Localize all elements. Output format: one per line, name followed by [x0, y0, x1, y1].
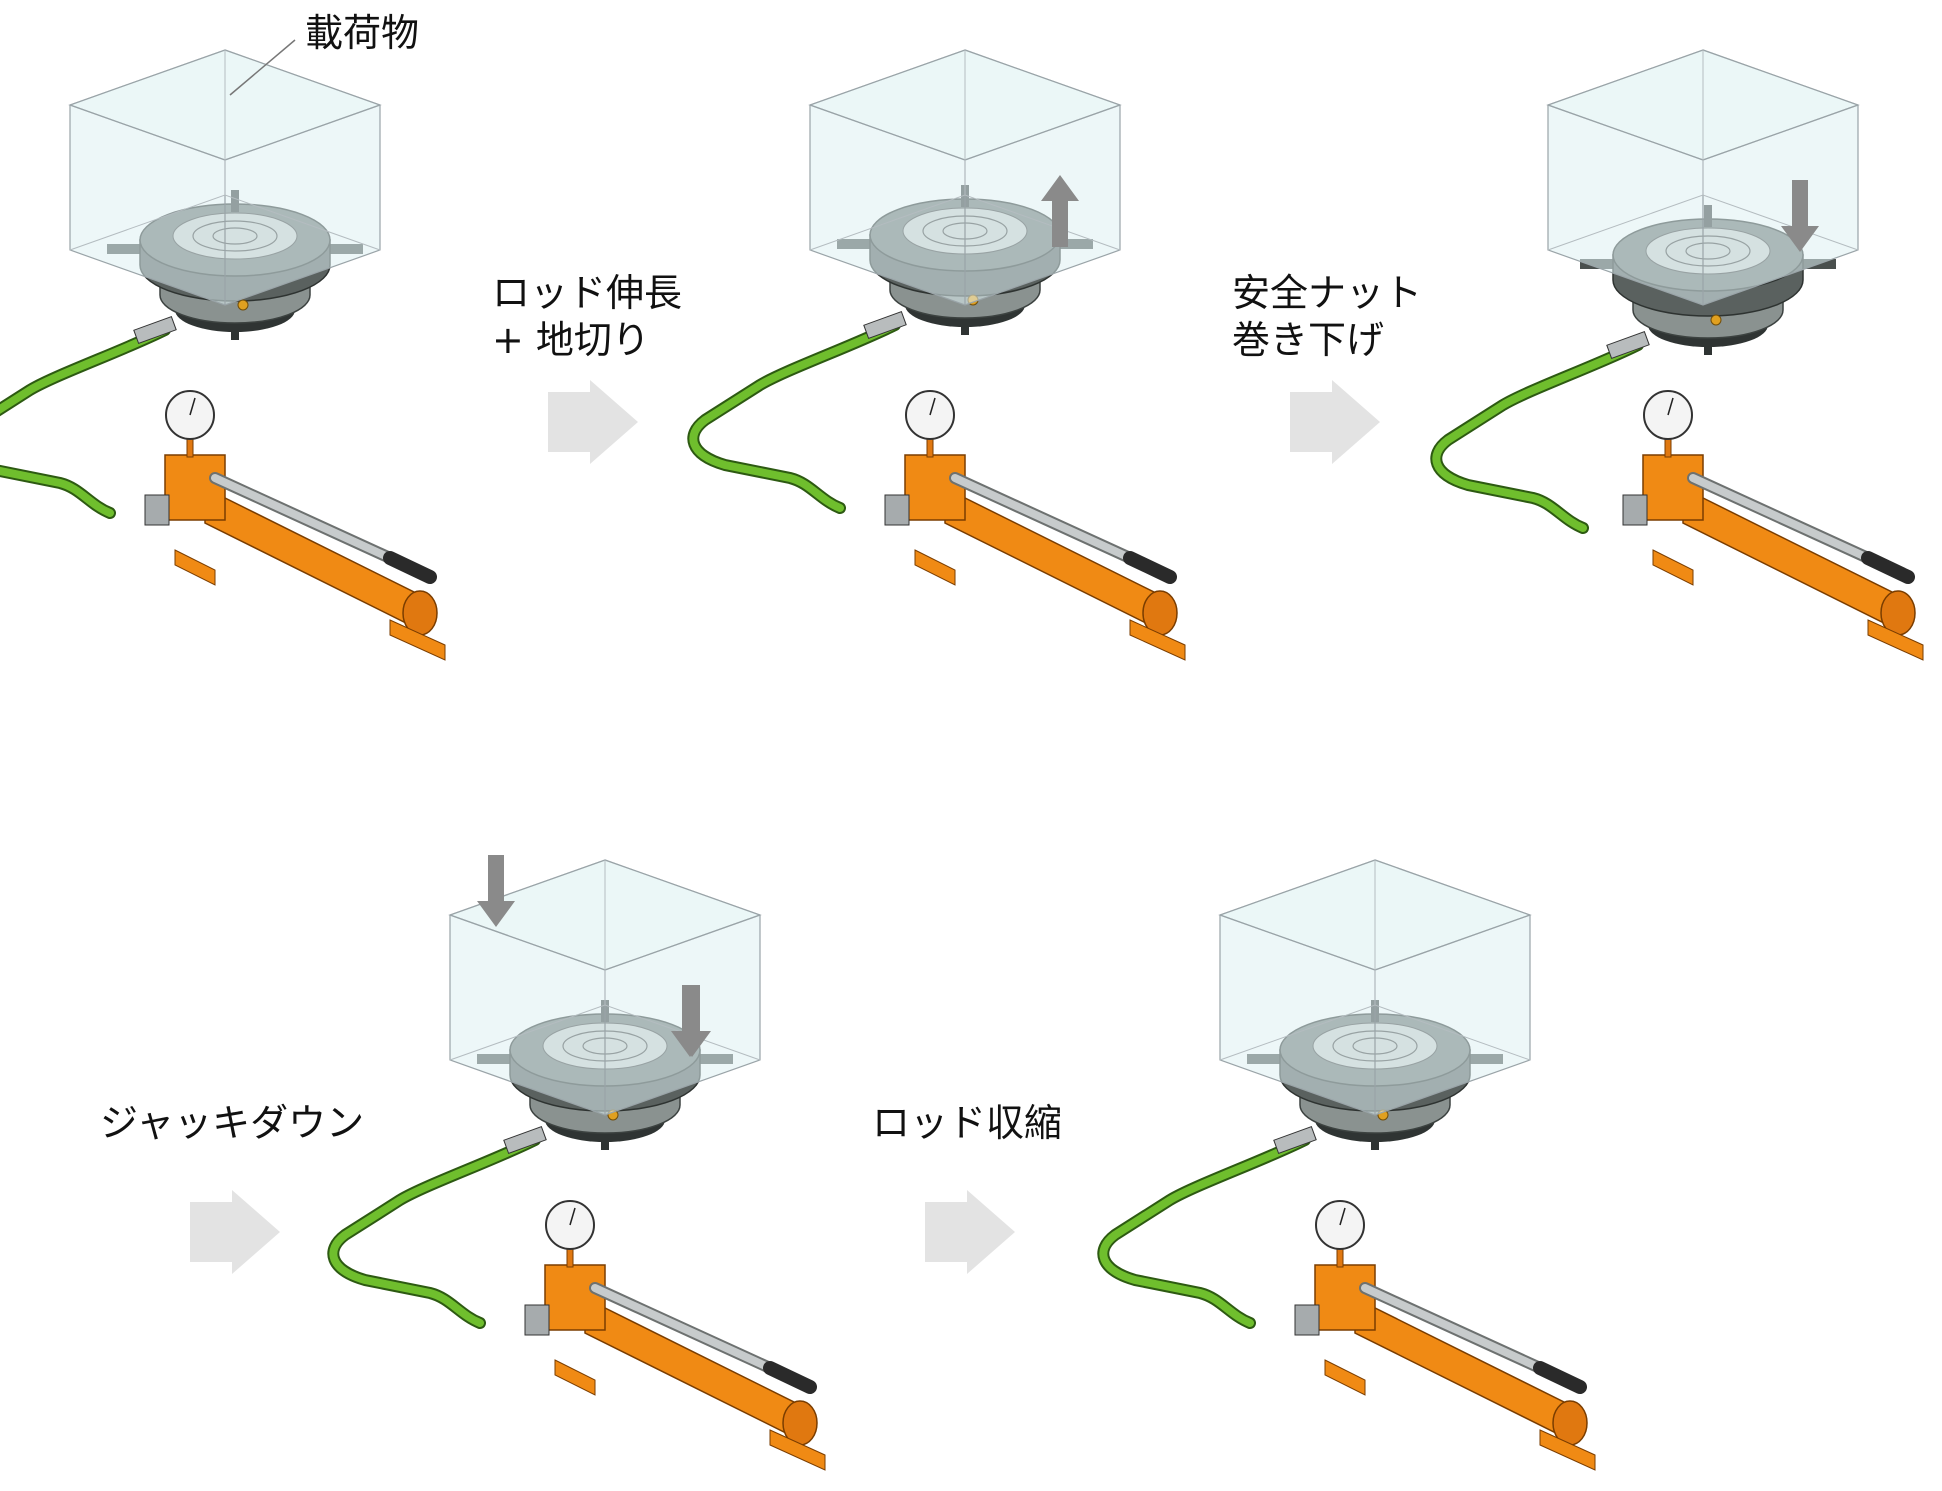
pump-foot — [769, 1429, 826, 1471]
pump-handle — [1689, 474, 1872, 562]
pump-head — [1314, 1264, 1376, 1331]
load-box-hidden-edge — [809, 194, 1121, 251]
load-box — [1218, 859, 1532, 1116]
hose-body — [0, 326, 169, 517]
pump-foot — [1652, 549, 1694, 586]
hand-pump — [1294, 1200, 1596, 1471]
pump-handle-grip — [1533, 1361, 1587, 1394]
down-arrow-icon — [477, 855, 515, 927]
hose-coupler — [863, 310, 907, 340]
pump-foot — [389, 619, 446, 661]
pump-foot — [1539, 1429, 1596, 1471]
gauge-needle — [189, 397, 196, 416]
pump-head — [904, 454, 966, 521]
hydraulic-hose — [0, 315, 177, 519]
gauge-needle — [1667, 397, 1674, 416]
hand-pump — [144, 390, 446, 661]
load-box-hidden-edge — [449, 1004, 761, 1061]
pump-foot — [914, 549, 956, 586]
hose-body — [1432, 341, 1642, 532]
hose-coupler — [1273, 1125, 1317, 1155]
load-label-leader — [229, 39, 296, 96]
flow-arrow-icon — [1290, 380, 1380, 464]
pump-head — [1642, 454, 1704, 521]
hose-body — [329, 1136, 539, 1327]
step-label-rod-extend: ロッド伸長 + 地切り — [492, 270, 682, 364]
step-panel — [671, 859, 1596, 1471]
flow-arrow-icon — [548, 380, 638, 464]
hand-pump — [1622, 390, 1924, 661]
pump-foot — [1867, 619, 1924, 661]
hose-coupler — [503, 1125, 547, 1155]
pump-handle-grip — [383, 551, 437, 584]
hydraulic-hose — [1430, 330, 1650, 534]
step-label-line: ロッド収縮 — [872, 1101, 1063, 1145]
gauge-needle — [929, 397, 936, 416]
pump-handle-grip — [1123, 551, 1177, 584]
step-label-line: ジャッキダウン — [100, 1101, 365, 1145]
pump-valve — [524, 1304, 550, 1336]
step-label-jack-down: ジャッキダウン — [100, 1100, 364, 1147]
step-label-line: ロッド伸長 — [492, 271, 683, 315]
flow-arrow-icon — [190, 1190, 280, 1274]
load-box — [448, 859, 762, 1116]
jack-port — [237, 299, 249, 311]
pump-valve — [1622, 494, 1648, 526]
hydraulic-hose — [687, 310, 907, 514]
pump-valve — [884, 494, 910, 526]
gauge-needle — [1339, 1207, 1346, 1226]
load-box-hidden-edge — [1219, 1004, 1531, 1061]
pump-handle — [1361, 1284, 1544, 1372]
pump-valve — [1294, 1304, 1320, 1336]
load-box — [808, 49, 1122, 306]
load-box — [1546, 49, 1860, 306]
pump-head — [164, 454, 226, 521]
step-label-rod-retract: ロッド収縮 — [872, 1100, 1062, 1147]
hose-coupler — [1606, 330, 1650, 360]
pump-foot — [1324, 1359, 1366, 1396]
load-label: 載荷物 — [305, 11, 420, 55]
step-panel — [327, 855, 826, 1471]
hydraulic-hose — [327, 1125, 547, 1329]
pump-valve — [144, 494, 170, 526]
pump-foot — [174, 549, 216, 586]
pump-handle — [951, 474, 1134, 562]
pump-foot — [1129, 619, 1186, 661]
gauge-needle — [569, 1207, 576, 1226]
hose-outline — [0, 324, 171, 519]
step-label-safety-nut: 安全ナット 巻き下げ — [1232, 270, 1422, 364]
pump-handle-grip — [1861, 551, 1915, 584]
step-panel — [1430, 49, 1924, 661]
flow-arrow-icon — [925, 1190, 1015, 1274]
step-panel — [687, 49, 1186, 661]
pump-head — [544, 1264, 606, 1331]
hand-pump — [524, 1200, 826, 1471]
hose-body — [689, 321, 899, 512]
pump-foot — [554, 1359, 596, 1396]
hydraulic-hose — [1097, 1125, 1317, 1329]
step-label-line: 安全ナット — [1232, 271, 1423, 315]
step-label-line: + 地切り — [492, 318, 650, 362]
hose-coupler — [133, 315, 177, 345]
load-box-hidden-edge — [69, 194, 381, 251]
pump-handle — [591, 1284, 774, 1372]
hand-pump — [884, 390, 1186, 661]
down-arrow-icon — [1781, 180, 1819, 252]
jack-port — [1710, 314, 1722, 326]
down-arrow-icon — [671, 985, 709, 1057]
hose-body — [1099, 1136, 1309, 1327]
step-panel — [0, 49, 446, 661]
up-arrow-icon — [1041, 175, 1079, 247]
pump-handle — [211, 474, 394, 562]
step-label-line: 巻き下げ — [1232, 318, 1385, 362]
pump-handle-grip — [763, 1361, 817, 1394]
load-box — [68, 49, 382, 306]
